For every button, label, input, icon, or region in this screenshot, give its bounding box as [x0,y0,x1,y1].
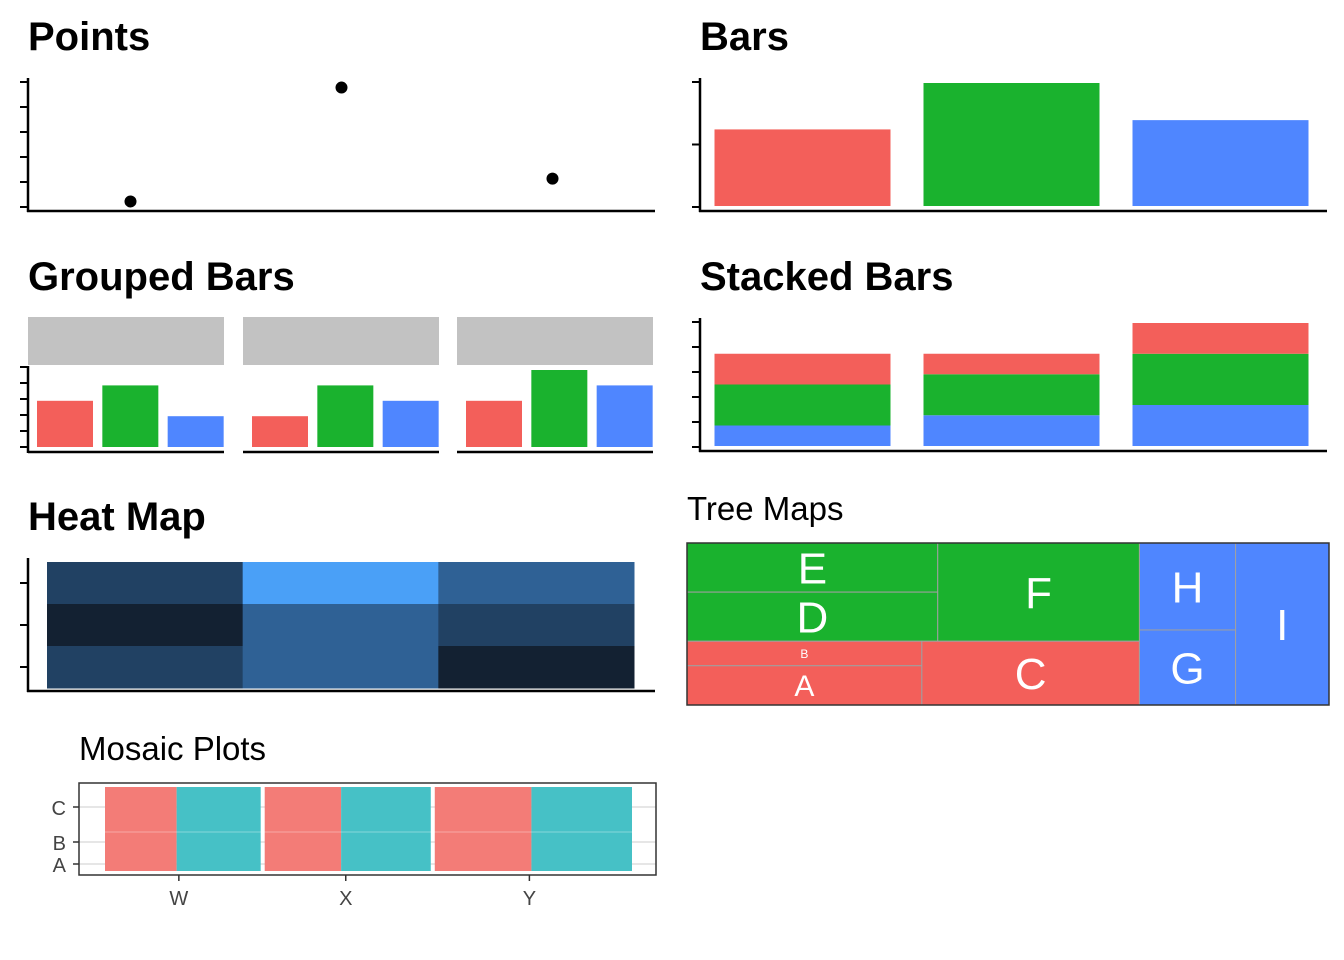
grouped-bars-title: Grouped Bars [28,255,295,299]
mosaic-tile [434,787,532,871]
treemap-tile [937,542,1140,642]
mosaic-x-tick-label: X [339,888,352,910]
mosaic-y-tick-label: A [53,855,67,877]
heat-cell [242,646,439,689]
grouped-bar [382,400,439,447]
treemap-tile-label: B [800,647,808,661]
mosaic-y-tick-label: C [52,798,66,820]
bar [1132,120,1309,206]
grouped-bar [252,416,308,447]
mosaic-y-tick-label: B [53,833,66,855]
bar [714,129,891,206]
heat-cell [242,562,439,605]
stacked-segment [714,353,891,385]
grouped-bar [167,416,224,447]
stacked-bars-panel: Stacked Bars [692,255,1327,453]
grouped-bar [596,385,653,447]
heat-cell [47,562,244,605]
stacked-segment [714,384,891,426]
heat-cell [47,604,244,647]
stacked-segment [714,425,891,446]
treemap-title: Tree Maps [687,490,844,527]
mosaic-border [78,782,657,876]
heatmap-title: Heat Map [28,495,206,539]
treemap-tile-label: F [1025,569,1052,618]
bar [923,83,1100,206]
grouped-bar [317,385,374,447]
stacked-segment [923,374,1100,416]
point [124,195,137,208]
mosaic-tile [105,787,177,871]
treemap-tile-label: I [1276,601,1288,650]
stacked-segment [1132,405,1309,446]
heat-cell [438,604,635,647]
treemap-border [686,542,1330,706]
treemap-tile [1138,629,1237,706]
stacked-segment [923,353,1100,375]
mosaic-panel: Mosaic Plots W X Y ABC [52,730,657,910]
point [546,172,559,185]
bars-panel: Bars [692,15,1327,213]
stacked-segment [1132,353,1309,405]
treemap-tile-label: H [1172,563,1204,612]
treemap-tile [686,542,939,593]
mosaic-tile [341,787,431,871]
mosaic-x-tick-label: Y [523,888,536,910]
grouped-bar [102,385,159,447]
treemap-tile [686,591,939,642]
treemap-tile [1138,542,1237,631]
treemap-tile [921,640,1140,706]
grouped-bar [466,400,522,447]
treemap-tile [686,640,923,667]
heat-cell [242,604,439,647]
heat-cell [438,562,635,605]
treemap-tile [686,665,923,706]
stacked-segment [923,415,1100,446]
grouped-bar [531,370,588,447]
grouped-bar [37,400,93,447]
bars-title: Bars [700,15,789,59]
facet-strip [457,317,653,365]
grouped-bars-panel: Grouped Bars [20,255,653,454]
treemap-tile-label: D [796,594,828,643]
heat-cell [438,646,635,689]
point [335,81,348,94]
points-panel: Points [20,15,655,213]
mosaic-tile [264,787,342,871]
treemap-tile-label: A [794,670,814,703]
stacked-segment [1132,323,1309,354]
facet-strip [243,317,439,365]
points-title: Points [28,15,150,59]
mosaic-title: Mosaic Plots [79,730,266,767]
treemap-tile [1235,542,1330,706]
stacked-bars-title: Stacked Bars [700,255,953,299]
heat-cell [47,646,244,689]
mosaic-tile [531,787,632,871]
mosaic-x-tick-label: W [169,888,188,910]
heatmap-panel: Heat Map [20,495,655,693]
treemap-tile-label: G [1170,644,1204,693]
facet-strip [28,317,224,365]
treemap-panel: Tree Maps HG I ED F BA C [686,490,1330,706]
treemap-tile-label: C [1015,650,1047,699]
treemap-tile-label: E [798,544,827,593]
mosaic-tile [176,787,261,871]
